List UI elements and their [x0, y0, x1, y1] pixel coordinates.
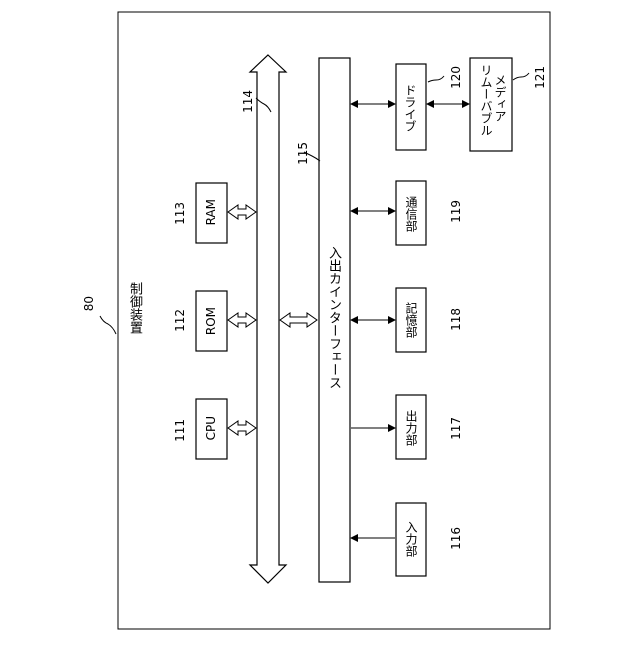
device-ref-leader: [100, 316, 116, 334]
rom-box: [196, 291, 227, 351]
cpu-box: [196, 399, 227, 459]
comm-box: [396, 181, 426, 245]
bus-interface-connector: [280, 313, 317, 327]
ram-bus-connector: [228, 205, 256, 219]
drive-ref-leader: [428, 76, 444, 82]
input-box: [396, 503, 426, 576]
rom-bus-connector: [228, 313, 256, 327]
interface-bar: [319, 58, 350, 582]
interface-ref-leader: [304, 152, 320, 161]
output-box: [396, 395, 426, 459]
storage-box: [396, 288, 426, 352]
ram-box: [196, 183, 227, 243]
media-box: [470, 58, 512, 151]
cpu-bus-connector: [228, 421, 256, 435]
drive-box: [396, 64, 426, 150]
media-ref-leader: [513, 73, 529, 80]
